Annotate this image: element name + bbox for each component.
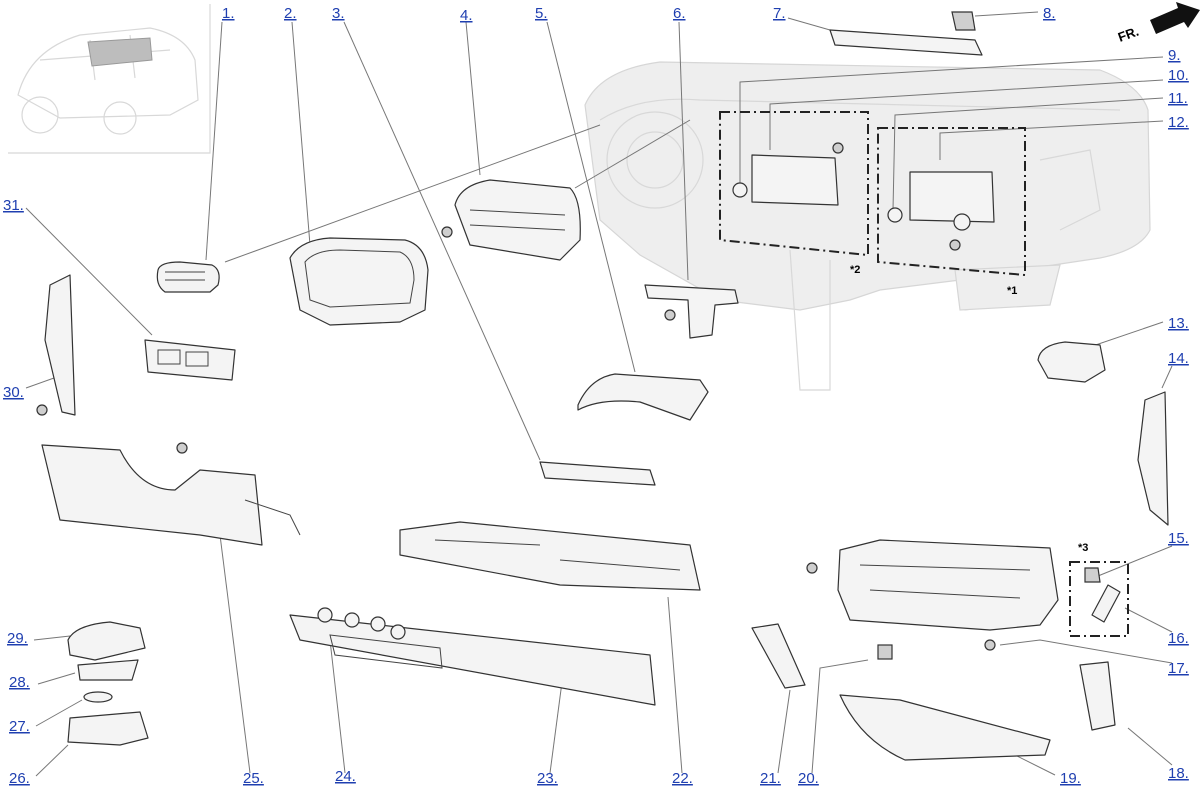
part-9-10-radio-assembly xyxy=(732,142,844,206)
callout-1[interactable]: 1. xyxy=(222,5,235,22)
callout-28[interactable]: 28. xyxy=(9,674,30,691)
callout-15[interactable]: 15. xyxy=(1168,530,1189,547)
part-20-clip xyxy=(877,644,893,660)
callout-9[interactable]: 9. xyxy=(1168,47,1181,64)
callout-7[interactable]: 7. xyxy=(773,5,786,22)
note-2: *2 xyxy=(850,264,860,276)
leader-lines xyxy=(25,11,1173,777)
part-27-ring xyxy=(83,691,113,703)
part-15-16-sensor xyxy=(1084,567,1121,623)
callout-17[interactable]: 17. xyxy=(1168,660,1189,677)
callout-12[interactable]: 12. xyxy=(1168,114,1189,131)
callout-10[interactable]: 10. xyxy=(1168,67,1189,84)
callout-22[interactable]: 22. xyxy=(672,770,693,787)
callout-2[interactable]: 2. xyxy=(284,5,297,22)
callout-16[interactable]: 16. xyxy=(1168,630,1189,647)
part-31-switch-panel xyxy=(144,339,236,381)
group-box-1 xyxy=(877,127,1026,277)
callout-24[interactable]: 24. xyxy=(335,768,356,785)
callout-29[interactable]: 29. xyxy=(7,630,28,647)
part-3-trim-strip xyxy=(539,461,656,486)
part-25-lower-panel xyxy=(41,442,301,546)
part-7-defroster-nozzle xyxy=(829,29,983,56)
callout-6[interactable]: 6. xyxy=(673,5,686,22)
callout-13[interactable]: 13. xyxy=(1168,315,1189,332)
front-direction-arrow: FR. xyxy=(1116,2,1200,45)
part-14-side-panel xyxy=(1137,391,1169,526)
note-3: *3 xyxy=(1078,542,1088,554)
part-5-meter-cluster-panel xyxy=(577,373,709,421)
group-box-3 xyxy=(1069,561,1129,637)
callout-5[interactable]: 5. xyxy=(535,5,548,22)
part-13-side-register xyxy=(1037,341,1106,383)
part-30-pillar-bracket xyxy=(36,274,76,416)
note-1: *1 xyxy=(1007,285,1017,297)
group-box-2 xyxy=(719,111,869,257)
front-direction-label: FR. xyxy=(1116,24,1141,45)
part-26-base xyxy=(67,711,149,746)
callout-25[interactable]: 25. xyxy=(243,770,264,787)
callout-14[interactable]: 14. xyxy=(1168,350,1189,367)
part-22-center-register xyxy=(399,521,701,591)
callout-8[interactable]: 8. xyxy=(1043,5,1056,22)
part-2-meter-hood xyxy=(289,237,429,326)
callout-23[interactable]: 23. xyxy=(537,770,558,787)
callout-26[interactable]: 26. xyxy=(9,770,30,787)
callout-4[interactable]: 4. xyxy=(460,7,473,24)
part-11-12-display-assembly xyxy=(887,171,995,251)
vehicle-locator-inset xyxy=(8,4,211,154)
part-1-side-register xyxy=(156,261,220,293)
callout-19[interactable]: 19. xyxy=(1060,770,1081,787)
part-24-switch-knobs xyxy=(317,607,406,640)
callout-labels: 1. 2. 3. 4. 5. 6. 7. 8. 9. 10. 11. 12. 1… xyxy=(3,5,1189,787)
part-8-clip xyxy=(951,11,976,31)
part-21-trim-piece xyxy=(751,623,806,689)
part-6-bracket xyxy=(644,284,739,339)
callout-11[interactable]: 11. xyxy=(1168,90,1188,107)
part-19-glove-box-door xyxy=(839,694,1051,761)
callout-3[interactable]: 3. xyxy=(332,5,345,22)
callout-31[interactable]: 31. xyxy=(3,197,24,214)
part-18-side-cover xyxy=(1079,661,1116,731)
callout-21[interactable]: 21. xyxy=(760,770,781,787)
part-4-combination-meter xyxy=(441,179,581,261)
callout-20[interactable]: 20. xyxy=(798,770,819,787)
part-17-glove-box-frame xyxy=(806,539,1059,651)
callout-18[interactable]: 18. xyxy=(1168,765,1189,782)
part-28-bezel xyxy=(77,659,139,681)
callout-30[interactable]: 30. xyxy=(3,384,24,401)
part-23-lower-garnish xyxy=(289,614,656,706)
part-29-cover xyxy=(67,621,146,661)
callout-27[interactable]: 27. xyxy=(9,718,30,735)
